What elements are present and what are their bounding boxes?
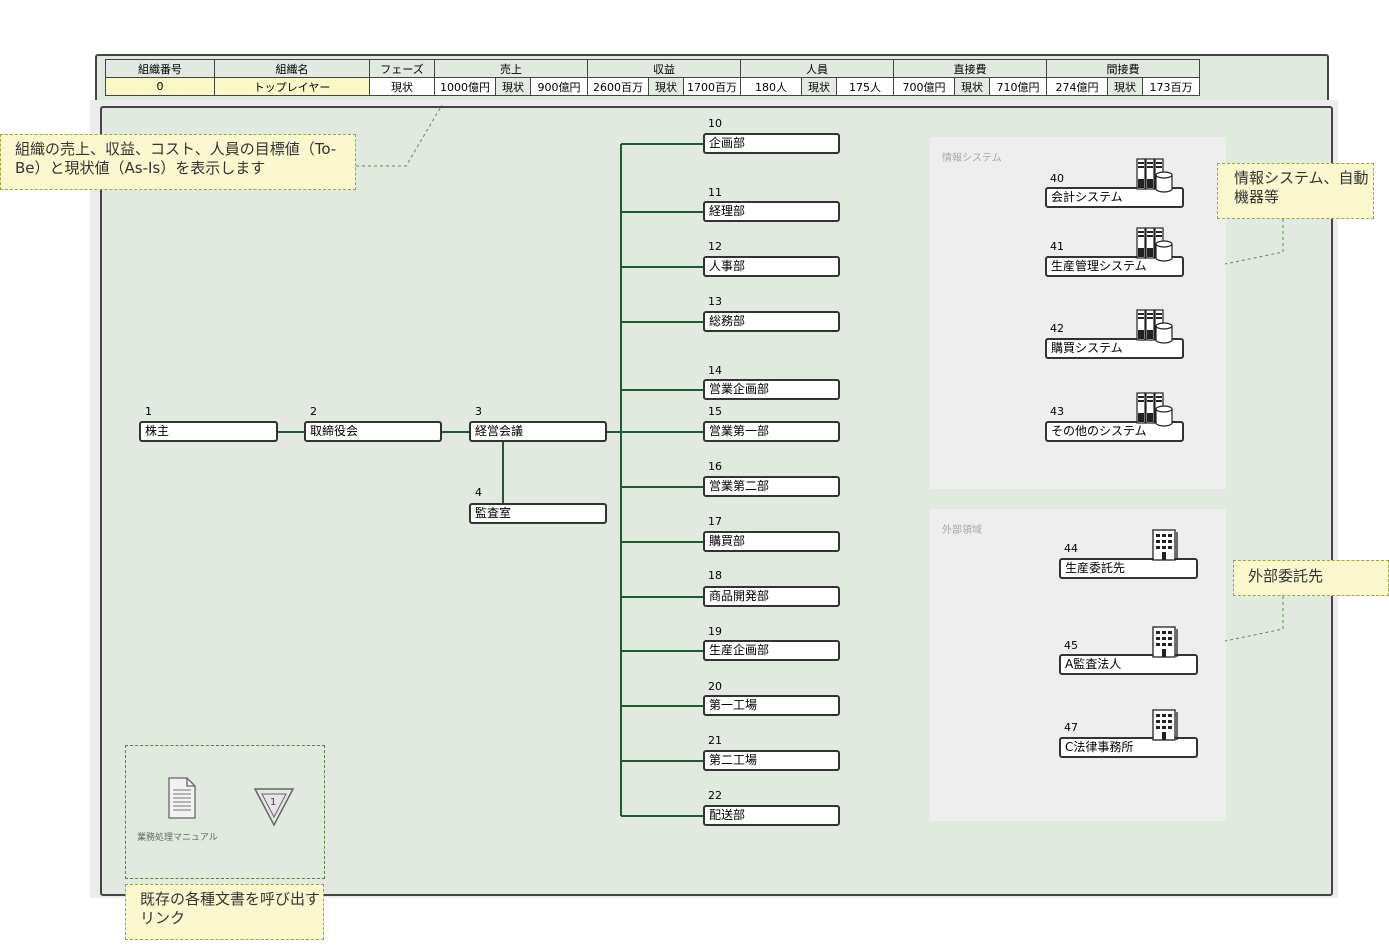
phase-value[interactable]: 現状 [369, 77, 435, 96]
node-external[interactable]: 生産委託先 [1059, 558, 1198, 579]
direct-cost-current: 710億円 [989, 77, 1047, 96]
building-icon [1152, 529, 1178, 561]
node-audit-office[interactable]: 監査室 [469, 503, 607, 524]
col-profit: 収益 [587, 59, 741, 78]
summary-table: 組織番号 組織名 フェーズ 売上 収益 人員 直接費 間接費 0 トップレイヤー… [105, 59, 1200, 96]
manual-label[interactable]: 業務処理マニュアル [137, 833, 218, 843]
node-number: 19 [708, 625, 722, 638]
indirect-cost-current: 173百万 [1142, 77, 1200, 96]
node-number: 13 [708, 295, 722, 308]
node-number: 41 [1050, 240, 1064, 253]
server-database-icon [1136, 158, 1173, 193]
node-number: 20 [708, 680, 722, 693]
callout-docs: 既存の各種文書を呼び出すリンク [125, 884, 324, 940]
node-dept[interactable]: 第一工場 [703, 695, 840, 716]
col-org-no: 組織番号 [105, 59, 215, 78]
node-number: 15 [708, 405, 722, 418]
col-org-name: 組織名 [214, 59, 370, 78]
node-dept[interactable]: 人事部 [703, 256, 840, 277]
node-number: 42 [1050, 322, 1064, 335]
node-dept[interactable]: 商品開発部 [703, 586, 840, 607]
summary-header-row: 組織番号 組織名 フェーズ 売上 収益 人員 直接費 間接費 [105, 59, 1200, 78]
sales-phase: 現状 [495, 77, 531, 96]
node-number: 2 [310, 405, 317, 418]
node-system[interactable]: 会計システム [1045, 187, 1184, 208]
building-icon [1152, 626, 1178, 658]
indirect-cost-phase: 現状 [1107, 77, 1143, 96]
node-dept[interactable]: 生産企画部 [703, 640, 840, 661]
server-database-icon [1136, 227, 1173, 262]
node-executive-meeting[interactable]: 経営会議 [469, 421, 607, 442]
node-system[interactable]: 購買システム [1045, 338, 1184, 359]
node-dept[interactable]: 経理部 [703, 201, 840, 222]
node-number: 12 [708, 240, 722, 253]
profit-phase: 現状 [648, 77, 684, 96]
direct-cost-phase: 現状 [954, 77, 990, 96]
node-number: 17 [708, 515, 722, 528]
node-external[interactable]: A監査法人 [1059, 654, 1198, 675]
callout-targets: 組織の売上、収益、コスト、人員の目標値（To-Be）と現状値（As-Is）を表示… [0, 134, 356, 190]
node-system[interactable]: その他のシステム [1045, 421, 1184, 442]
col-phase: フェーズ [369, 59, 435, 78]
node-dept[interactable]: 営業第二部 [703, 476, 840, 497]
document-link-box [125, 745, 325, 879]
building-icon [1152, 709, 1178, 741]
node-number: 22 [708, 789, 722, 802]
node-number: 11 [708, 186, 722, 199]
staff-current: 175人 [836, 77, 894, 96]
node-dept[interactable]: 配送部 [703, 805, 840, 826]
external-zone-label: 外部領域 [942, 525, 982, 536]
col-sales: 売上 [434, 59, 588, 78]
node-number: 40 [1050, 172, 1064, 185]
node-dept[interactable]: 総務部 [703, 311, 840, 332]
node-system[interactable]: 生産管理システム [1045, 256, 1184, 277]
node-number: 16 [708, 460, 722, 473]
document-icon[interactable] [165, 776, 199, 822]
server-database-icon [1136, 392, 1173, 427]
node-shareholders[interactable]: 株主 [139, 421, 278, 442]
direct-cost-target: 700億円 [893, 77, 955, 96]
callout-systems: 情報システム、自動機器等 [1217, 163, 1374, 219]
triangle-link-icon[interactable] [253, 786, 295, 828]
col-indirect-cost: 間接費 [1046, 59, 1200, 78]
sales-target: 1000億円 [434, 77, 496, 96]
node-number: 1 [145, 405, 152, 418]
summary-value-row: 0 トップレイヤー 現状 1000億円 現状 900億円 2600百万 現状 1… [105, 77, 1200, 96]
profit-current: 1700百万 [683, 77, 741, 96]
org-no-value[interactable]: 0 [105, 77, 215, 96]
node-number: 47 [1064, 721, 1078, 734]
node-number: 21 [708, 734, 722, 747]
server-database-icon [1136, 309, 1173, 344]
link-number: 1 [270, 797, 277, 808]
staff-target: 180人 [740, 77, 802, 96]
col-staff: 人員 [740, 59, 894, 78]
node-number: 43 [1050, 405, 1064, 418]
node-number: 3 [475, 405, 482, 418]
node-number: 14 [708, 364, 722, 377]
org-name-value[interactable]: トップレイヤー [214, 77, 370, 96]
node-dept[interactable]: 購買部 [703, 531, 840, 552]
node-number: 10 [708, 117, 722, 130]
node-number: 4 [475, 486, 482, 499]
node-external[interactable]: C法律事務所 [1059, 737, 1198, 758]
callout-external: 外部委託先 [1233, 560, 1389, 596]
node-dept[interactable]: 第二工場 [703, 750, 840, 771]
node-number: 45 [1064, 639, 1078, 652]
node-number: 18 [708, 569, 722, 582]
node-dept[interactable]: 営業第一部 [703, 421, 840, 442]
node-dept[interactable]: 営業企画部 [703, 379, 840, 400]
indirect-cost-target: 274億円 [1046, 77, 1108, 96]
node-dept[interactable]: 企画部 [703, 133, 840, 154]
profit-target: 2600百万 [587, 77, 649, 96]
systems-zone-label: 情報システム [942, 153, 1002, 164]
node-board[interactable]: 取締役会 [304, 421, 442, 442]
node-number: 44 [1064, 542, 1078, 555]
